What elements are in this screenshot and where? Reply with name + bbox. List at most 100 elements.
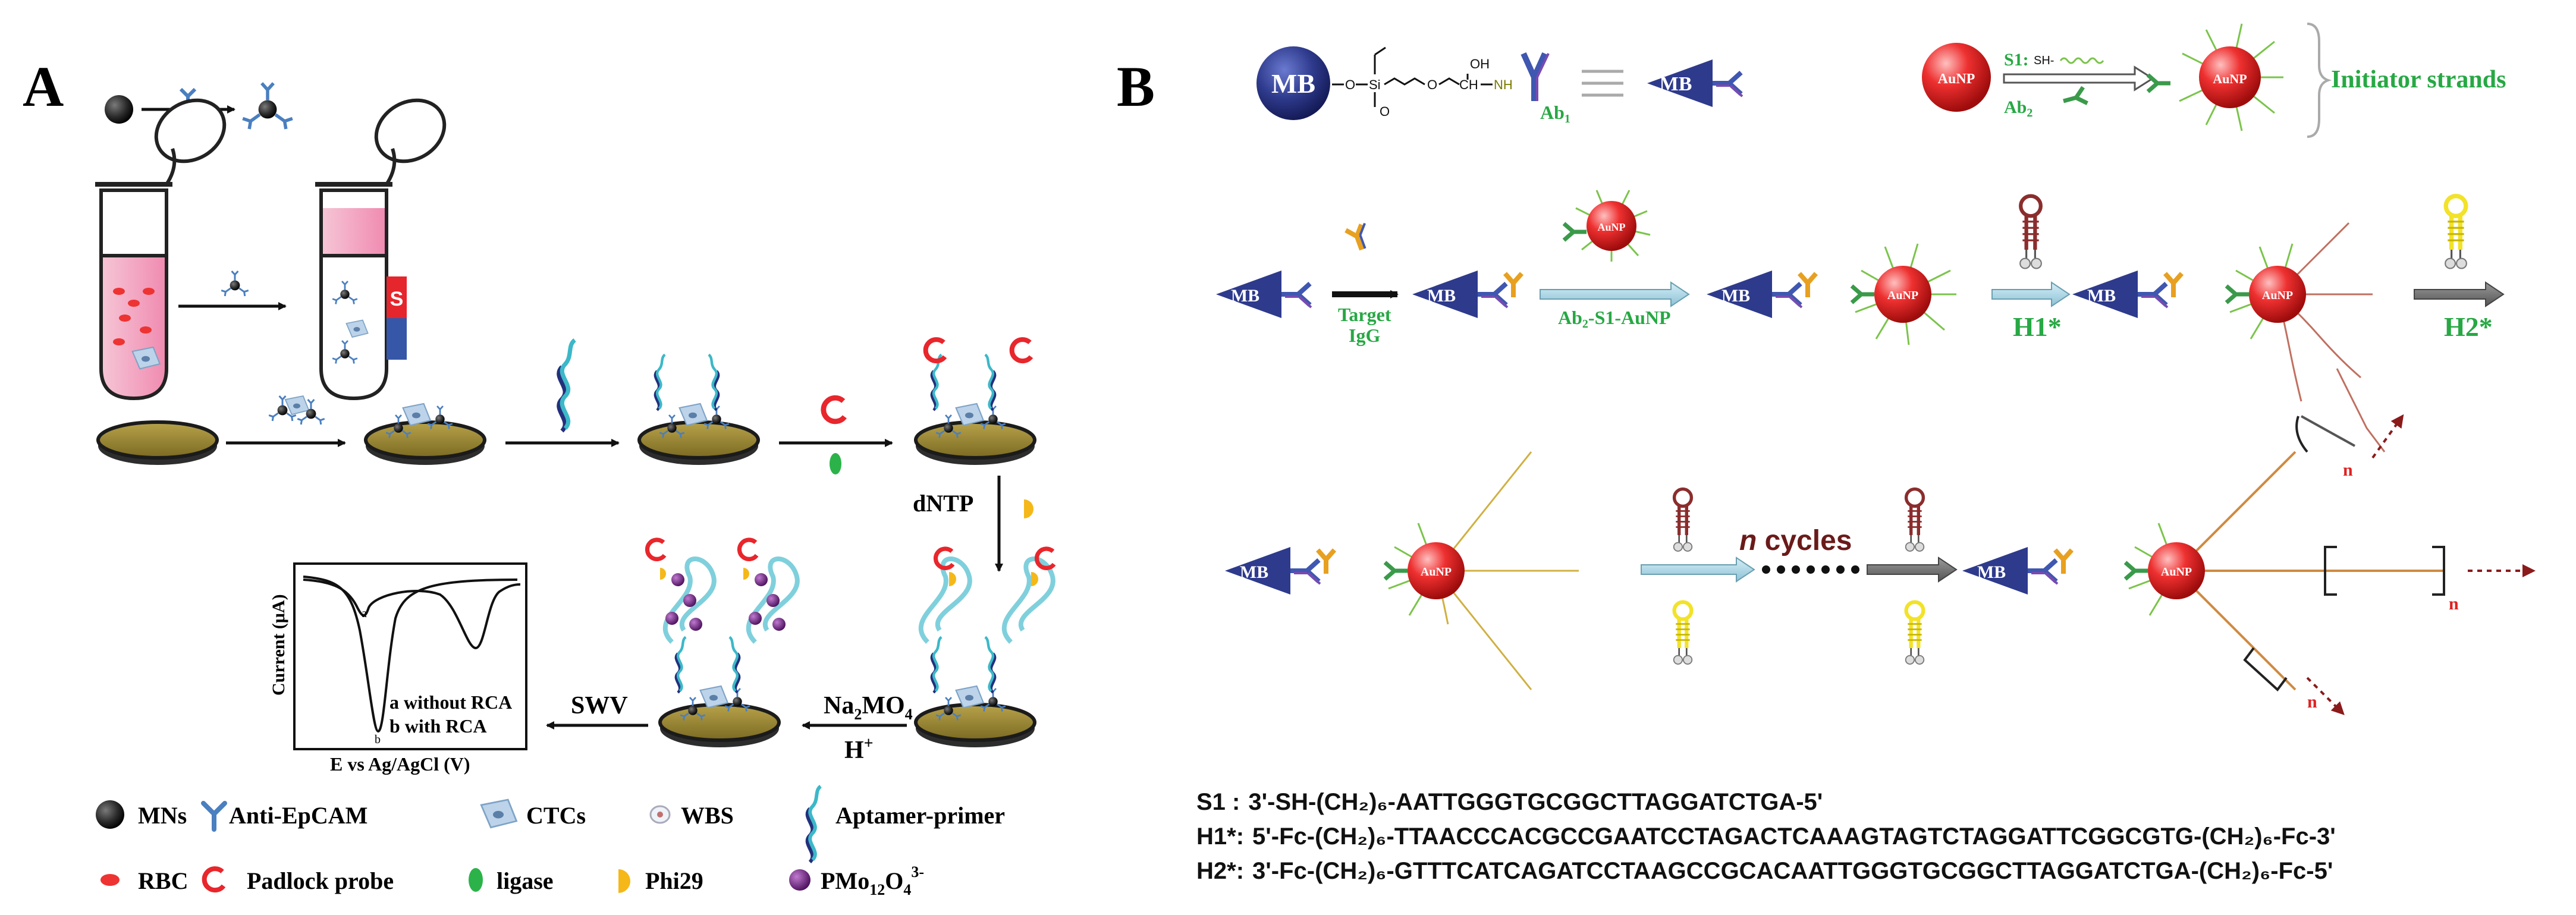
cycles-dots	[1762, 565, 1859, 574]
legend-anti-epcam: Anti-EpCAM	[229, 802, 367, 829]
mb-row2-1-label: MB	[1231, 286, 1259, 306]
panel-a: A	[23, 55, 1054, 898]
panel-a-label: A	[23, 55, 64, 118]
padlock-probe-arrow-icon	[824, 398, 845, 422]
bracket-middle-left	[2324, 546, 2337, 596]
bracket-n-middle: n	[2449, 594, 2459, 614]
arrow-aunp-assembly	[2003, 65, 2154, 92]
legend-ligase: ligase	[497, 867, 554, 894]
mb-bead-icon	[1256, 46, 1330, 120]
tube-icon-2: S	[315, 98, 447, 401]
legend-mns: MNs	[138, 802, 187, 829]
legend-aptamer-primer: Aptamer-primer	[835, 802, 1005, 829]
anti-epcam-legend-icon	[201, 801, 227, 832]
gold-electrode-2	[366, 422, 485, 465]
padlock-probe-icon	[205, 869, 224, 890]
aunp-row3-1-label: AuNP	[1421, 565, 1452, 578]
sequence-list: S1 :3'-SH-(CH₂)₆-AATTGGGTGCGGCTTAGGATCTG…	[1196, 789, 2336, 884]
mb-row2-3-label: MB	[1721, 286, 1750, 306]
na2mo4-label: Na2MO4	[824, 692, 913, 723]
legend-ctcs: CTCs	[526, 802, 586, 829]
arrow-ab2-s1-aunp	[1540, 281, 1690, 307]
curve-a-marker: a	[362, 607, 367, 620]
panel-b-label: B	[1117, 55, 1155, 118]
aptamer-legend-icon	[808, 787, 821, 863]
s1-reagent-label: S1:	[2004, 50, 2029, 70]
initiator-bracket	[2307, 23, 2332, 138]
arrow-cycle-1	[1641, 556, 1755, 583]
ligase-icon	[469, 868, 483, 892]
aunp-label: AuNP	[1938, 71, 1975, 87]
mb-triangle-label: MB	[1660, 73, 1692, 95]
bracket-n-top: n	[2343, 460, 2353, 480]
curve-a-line	[303, 578, 521, 650]
bracket-bottom	[2243, 647, 2288, 691]
initiator-strands-label: Initiator strands	[2331, 66, 2506, 93]
mns-legend-icon	[96, 800, 124, 829]
gold-electrode-icon	[98, 422, 217, 465]
magnet-icon: S	[387, 276, 407, 360]
svg-text:CH: CH	[1459, 77, 1478, 92]
sequence-h2: H2*:3'-Fc-(CH₂)₆-GTTTCATCAGATCCTAAGCCGCA…	[1196, 858, 2333, 884]
mb-bead-label: MB	[1271, 68, 1315, 99]
silane-linker: O Si O O OH CH NH	[1332, 46, 1513, 119]
phi29-arrow-icon	[1024, 499, 1033, 518]
hairpin-icon	[2020, 196, 2041, 269]
voltammogram-ylabel: Current (μA)	[269, 594, 288, 696]
conj-label: Ab2-S1-AuNP	[1558, 307, 1671, 331]
gold-electrode-6	[660, 705, 779, 747]
svg-text:NH: NH	[1494, 77, 1513, 92]
svg-text:OH: OH	[1470, 56, 1490, 71]
n-cycles-label: n cycles	[1739, 525, 1852, 556]
legend-phi29: Phi29	[645, 867, 703, 894]
gold-electrode-5	[916, 705, 1035, 747]
svg-text:O: O	[1427, 77, 1437, 92]
aunp-row3-2-label: AuNP	[2161, 565, 2192, 578]
panel-b: B MB O Si O O OH CH NH Ab1	[1117, 23, 2536, 884]
h2-label: H2*	[2444, 312, 2493, 342]
arrow-h2	[2414, 281, 2505, 307]
svg-text:Si: Si	[1369, 77, 1381, 92]
legend-wbs: WBS	[681, 802, 734, 829]
curve-b-legend: b with RCA	[389, 715, 487, 737]
legend-pmo: PMo12O43-	[821, 863, 924, 898]
aunp-row2-1-label: AuNP	[1887, 289, 1918, 302]
target-label: Target	[1338, 304, 1391, 325]
sh-label: SH-	[2034, 54, 2054, 67]
gold-electrode-4	[916, 422, 1035, 465]
aunp-icon	[1922, 43, 1991, 112]
legend-rbc: RBC	[138, 867, 188, 894]
legend-panel-a: MNs Anti-EpCAM CTCs WBS Aptamer-primer R…	[96, 787, 1005, 898]
arrow-h1	[1991, 281, 2071, 307]
ab1-antibody-icon	[1521, 52, 1550, 101]
svg-text:O: O	[1345, 77, 1355, 92]
mb-row3-1-label: MB	[1240, 562, 1268, 582]
igg-label: IgG	[1349, 325, 1380, 346]
gold-electrode-3	[639, 422, 758, 465]
mn-antibody-conjugate	[243, 83, 293, 129]
ab2-reagent-label: Ab2	[2004, 98, 2032, 120]
swv-label: SWV	[571, 692, 628, 719]
curve-b-marker: b	[375, 733, 381, 746]
rbc-legend-icon	[100, 874, 120, 886]
aunp-row2-2-label: AuNP	[2262, 289, 2293, 302]
bracket-middle-right	[2432, 546, 2445, 596]
ligase-arrow-icon	[830, 453, 841, 474]
mb-row3-2-label: MB	[1977, 562, 2006, 582]
magnetic-nanoparticle-icon	[105, 95, 133, 124]
aptamer-primer-icon	[559, 340, 575, 431]
aunp-arrow-label: AuNP	[1597, 221, 1625, 233]
phi29-icon	[618, 869, 630, 893]
wbs-cell-icon	[649, 805, 671, 824]
legend-padlock-probe: Padlock probe	[247, 867, 394, 894]
pmo-cluster-icon	[789, 869, 811, 891]
ctc-cell-icon	[480, 798, 517, 829]
bracket-n-bottom: n	[2307, 692, 2317, 712]
mb-row2-2-label: MB	[1427, 286, 1456, 306]
equivalence-sign	[1582, 70, 1623, 97]
curve-a-legend: a without RCA	[389, 691, 512, 713]
hairpin-yellow-icon	[2445, 196, 2467, 269]
voltammogram-plot: a b a without RCA b with RCA Current (μA…	[269, 562, 527, 775]
aunp-conjugate-label: AuNP	[2213, 71, 2247, 86]
